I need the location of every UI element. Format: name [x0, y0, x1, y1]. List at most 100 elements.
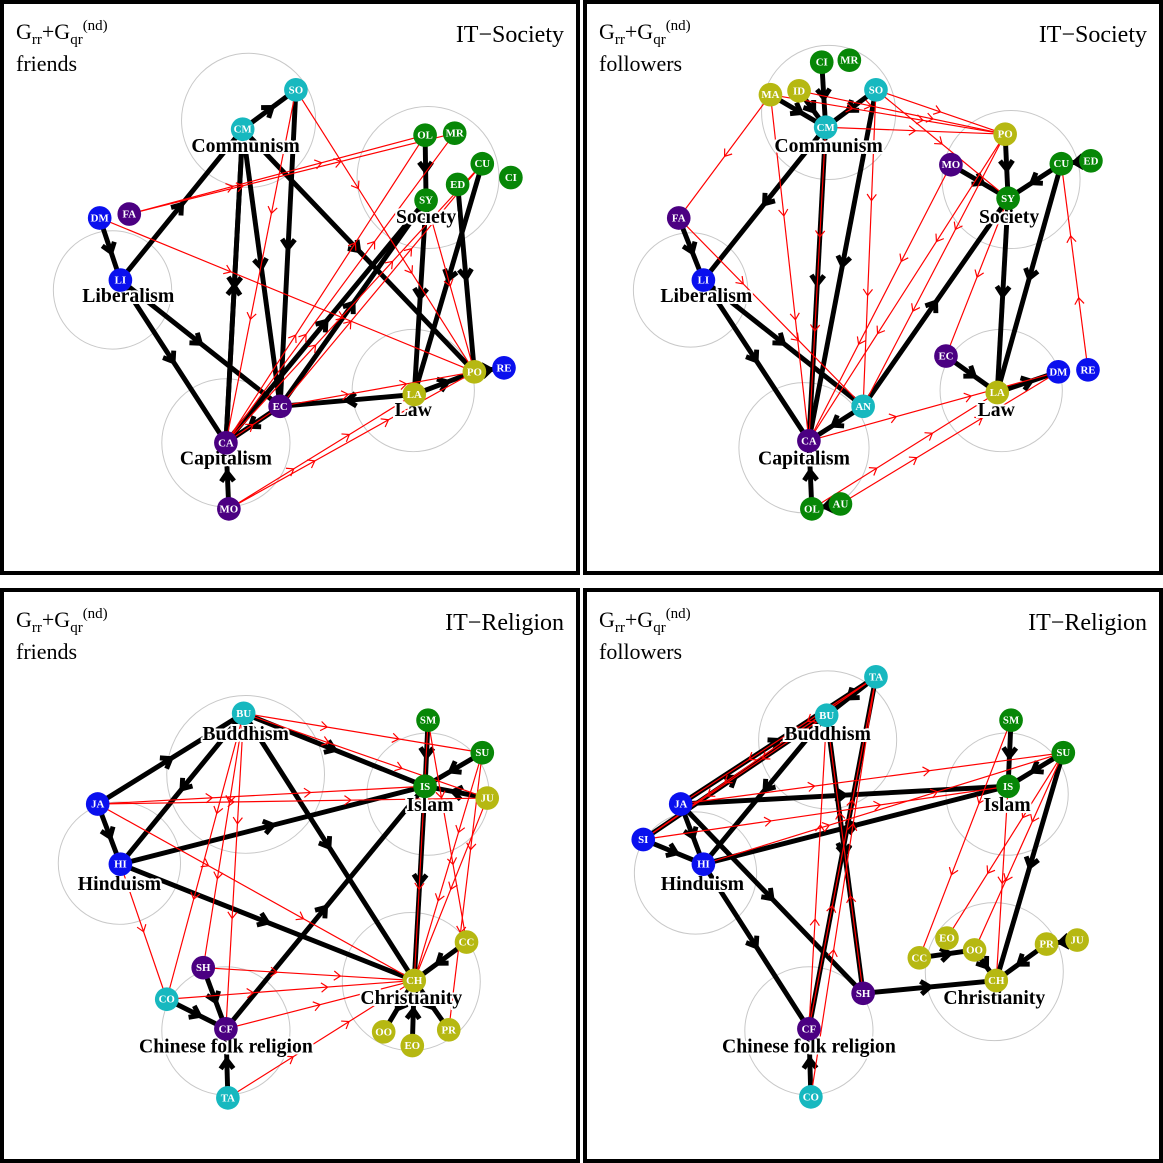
- node[interactable]: FA: [117, 202, 142, 226]
- node[interactable]: OO: [962, 938, 987, 962]
- rr-arrowhead: [225, 281, 243, 297]
- node[interactable]: BU: [814, 703, 839, 728]
- node[interactable]: SU: [470, 740, 495, 765]
- node[interactable]: CI: [809, 50, 834, 75]
- node[interactable]: SM: [416, 708, 440, 733]
- node[interactable]: TA: [864, 664, 888, 689]
- qr-arrowhead: [873, 800, 882, 811]
- node[interactable]: MA: [758, 82, 783, 107]
- node[interactable]: CA: [797, 429, 821, 453]
- node[interactable]: CM: [230, 117, 255, 142]
- node[interactable]: MO: [217, 497, 241, 521]
- qr-edge: [680, 676, 877, 805]
- node[interactable]: EO: [400, 1033, 425, 1058]
- node[interactable]: BU: [231, 701, 256, 726]
- node[interactable]: CO: [154, 987, 179, 1012]
- node[interactable]: SY: [996, 186, 1020, 211]
- node[interactable]: CU: [470, 151, 495, 176]
- rr-arrowhead: [844, 818, 860, 836]
- qr-edge: [225, 163, 483, 444]
- node[interactable]: IS: [996, 774, 1020, 799]
- node[interactable]: DM: [1046, 359, 1071, 384]
- qr-arrowhead: [911, 303, 921, 312]
- qr-edge: [427, 720, 468, 943]
- node[interactable]: IS: [413, 774, 437, 799]
- node[interactable]: TA: [216, 1086, 240, 1110]
- node-circle: [935, 926, 959, 950]
- node[interactable]: SM: [999, 708, 1023, 733]
- node[interactable]: CC: [454, 930, 479, 954]
- rr-arrowhead: [256, 911, 272, 928]
- node[interactable]: PO: [462, 359, 487, 384]
- node-label: JU: [481, 793, 494, 805]
- node[interactable]: HI: [108, 852, 133, 876]
- node[interactable]: JU: [475, 786, 500, 810]
- node[interactable]: PR: [1034, 932, 1059, 956]
- node[interactable]: CF: [797, 1017, 821, 1041]
- node[interactable]: EC: [934, 344, 958, 368]
- node-circle: [470, 740, 495, 765]
- node[interactable]: OL: [800, 497, 824, 521]
- node[interactable]: CU: [1049, 151, 1074, 176]
- node[interactable]: RE: [492, 356, 516, 380]
- node[interactable]: CF: [214, 1017, 238, 1041]
- rr-arrowhead: [938, 946, 954, 963]
- node[interactable]: CH: [984, 968, 1009, 993]
- community-label: Liberalism: [82, 285, 175, 307]
- node[interactable]: CA: [214, 430, 238, 455]
- node[interactable]: LA: [985, 380, 1010, 405]
- qr-arrowhead: [908, 456, 918, 466]
- rr-arrowhead: [99, 825, 116, 842]
- node[interactable]: HI: [691, 852, 716, 876]
- node[interactable]: CC: [907, 946, 932, 970]
- node[interactable]: MR: [442, 121, 467, 146]
- rr-arrowhead: [802, 99, 817, 115]
- qr-arrowhead: [1003, 873, 1013, 882]
- node[interactable]: SO: [284, 77, 308, 102]
- node[interactable]: AU: [828, 492, 853, 516]
- qr-arrowhead: [223, 264, 232, 275]
- node[interactable]: ED: [445, 172, 470, 197]
- qr-arrowhead: [312, 1001, 322, 1012]
- node[interactable]: AN: [851, 394, 875, 419]
- qr-arrowhead: [924, 432, 934, 441]
- node[interactable]: SO: [864, 77, 888, 102]
- node[interactable]: CH: [402, 968, 427, 993]
- qr-arrowhead: [466, 842, 477, 851]
- node[interactable]: SU: [1051, 740, 1076, 765]
- rr-arrowhead: [314, 904, 329, 919]
- node-circle: [413, 123, 437, 147]
- node[interactable]: OO: [371, 1019, 396, 1044]
- qr-arrowhead: [285, 1055, 294, 1065]
- node-circle: [402, 968, 427, 993]
- node[interactable]: EC: [268, 394, 292, 419]
- node[interactable]: SH: [851, 981, 875, 1006]
- node[interactable]: SI: [631, 827, 656, 852]
- node[interactable]: MR: [837, 48, 862, 73]
- node[interactable]: DM: [87, 206, 112, 230]
- node[interactable]: EO: [935, 926, 959, 950]
- node[interactable]: RE: [1076, 358, 1100, 382]
- node[interactable]: MO: [939, 152, 963, 177]
- node[interactable]: SH: [191, 955, 216, 980]
- qr-edge: [946, 752, 1064, 939]
- node[interactable]: ID: [787, 78, 811, 103]
- node-circle: [414, 188, 438, 213]
- node[interactable]: FA: [666, 206, 691, 230]
- node[interactable]: CO: [799, 1085, 823, 1109]
- node[interactable]: PR: [436, 1017, 461, 1042]
- node[interactable]: CI: [499, 165, 523, 190]
- node[interactable]: SY: [414, 188, 438, 213]
- node[interactable]: LI: [108, 268, 133, 292]
- node[interactable]: OL: [413, 123, 437, 147]
- node[interactable]: PO: [993, 122, 1017, 146]
- node[interactable]: CM: [813, 115, 838, 140]
- node[interactable]: JA: [85, 792, 110, 816]
- node[interactable]: JU: [1065, 928, 1089, 952]
- node[interactable]: ED: [1079, 148, 1103, 173]
- node[interactable]: LI: [691, 268, 716, 292]
- node[interactable]: LA: [402, 382, 427, 407]
- node-circle: [416, 708, 440, 733]
- node[interactable]: JA: [668, 792, 693, 816]
